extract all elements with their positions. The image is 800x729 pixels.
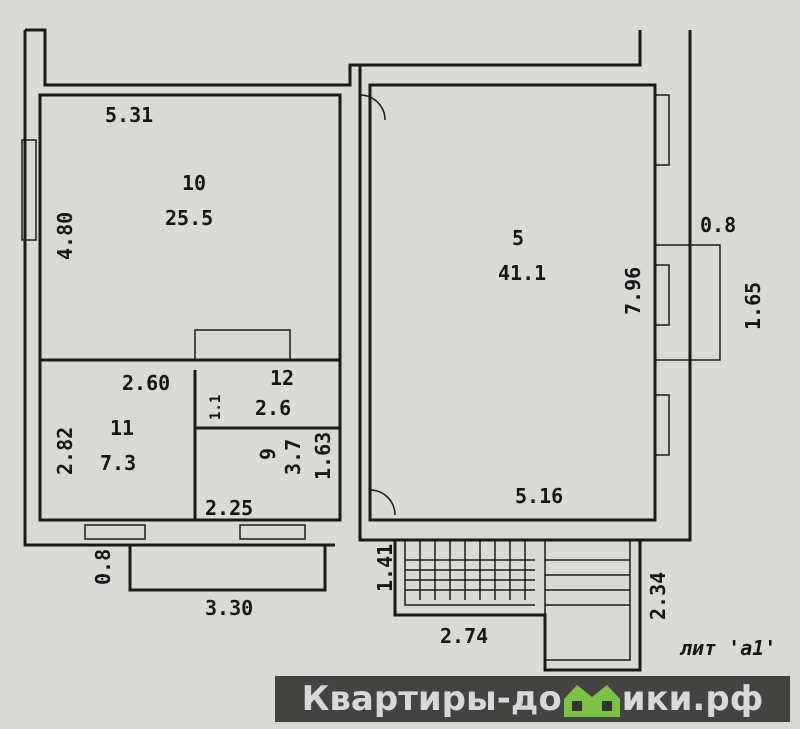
svg-text:0.8: 0.8 [91,549,115,585]
svg-text:2.82: 2.82 [53,427,77,475]
svg-text:25.5: 25.5 [165,206,213,230]
dimensions: 5.31 4.80 2.60 2.82 2.25 1.63 0.8 3.30 1… [53,103,776,660]
svg-text:7.96: 7.96 [621,267,645,315]
house-logo-icon [563,685,620,717]
svg-text:5.31: 5.31 [105,103,153,127]
lit-label: лит 'а1' [679,636,776,660]
room-11: 11 7.3 [100,416,136,475]
svg-text:10: 10 [182,171,206,195]
svg-text:1.63: 1.63 [311,432,335,480]
svg-text:3.7: 3.7 [281,439,305,475]
svg-text:11: 11 [110,416,134,440]
svg-text:4.80: 4.80 [53,212,77,260]
svg-text:2.25: 2.25 [205,496,253,520]
svg-text:0.8: 0.8 [700,213,736,237]
svg-text:2.34: 2.34 [646,572,670,620]
room-9: 9 3.7 [256,439,305,475]
svg-text:1.41: 1.41 [373,544,397,592]
svg-text:2.74: 2.74 [440,624,488,648]
svg-text:5: 5 [512,226,524,250]
svg-text:41.1: 41.1 [498,261,546,285]
watermark: Квартиры-до ики.рф [275,676,790,722]
room-13-area: 1.1 [208,395,224,420]
svg-text:7.3: 7.3 [100,451,136,475]
svg-text:9: 9 [256,448,280,460]
svg-text:1.65: 1.65 [741,282,765,330]
walls [21,28,721,672]
svg-text:2.6: 2.6 [255,396,291,420]
svg-text:3.30: 3.30 [205,596,253,620]
room-12: 12 2.6 [255,366,294,420]
room-10: 10 25.5 [165,171,213,230]
svg-text:5.16: 5.16 [515,484,563,508]
svg-text:12: 12 [270,366,294,390]
svg-text:2.60: 2.60 [122,371,170,395]
room-5: 5 41.1 [498,226,546,285]
